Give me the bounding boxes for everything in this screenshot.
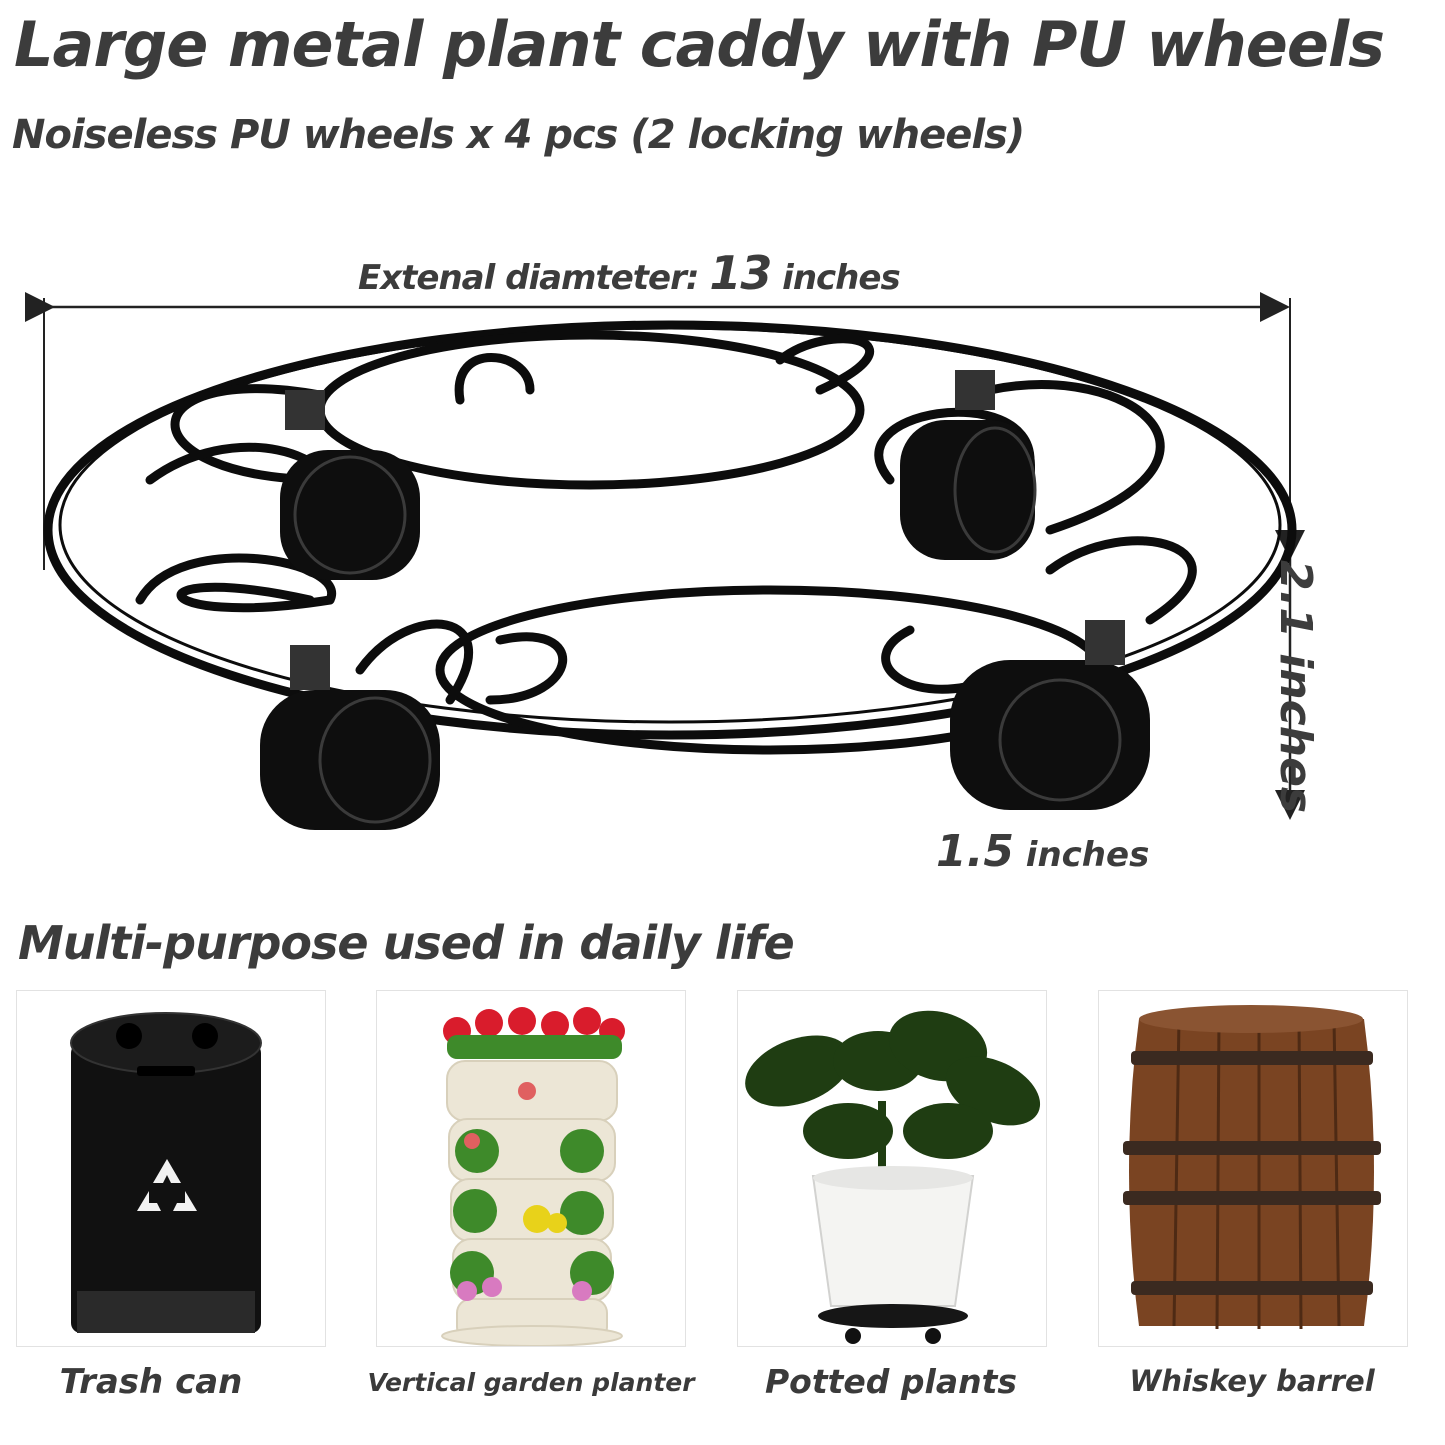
potted-plants-image [745,1010,1041,1344]
page-subtitle: Noiseless PU wheels x 4 pcs (2 locking w… [12,112,1025,158]
plant-caddy-image [43,320,1297,830]
whiskey-barrel-card [1098,990,1408,1347]
caption-whiskey-barrel: Whiskey barrel [1129,1364,1375,1398]
diameter-value: 13 [709,246,772,300]
caption-trash-can: Trash can [59,1362,243,1402]
wheel-size-value: 1.5 [936,826,1014,877]
recycle-icon [137,1159,197,1211]
page-title: Large metal plant caddy with PU wheels [14,8,1385,81]
section-heading: Multi-purpose used in daily life [18,916,795,970]
caption-potted-plants: Potted plants [764,1362,1017,1401]
vertical-planter-image [441,1007,625,1346]
whiskey-barrel-image [1123,1005,1381,1330]
vertical-planter-card [376,990,686,1347]
potted-plants-card [737,990,1047,1347]
trash-can-image [70,1012,262,1333]
caption-vertical-planter: Vertical garden planter [367,1368,695,1397]
wheel-size-label: 1.5 inches [936,826,1149,877]
wheel-size-suffix: inches [1013,835,1150,875]
diameter-suffix: inches [771,258,901,298]
trash-can-card [16,990,326,1347]
diameter-label: Extenal diamteter: 13 inches [358,246,901,300]
diameter-prefix: Extenal diamteter: [358,258,710,298]
height-label: 2.1 inches [1270,560,1321,814]
